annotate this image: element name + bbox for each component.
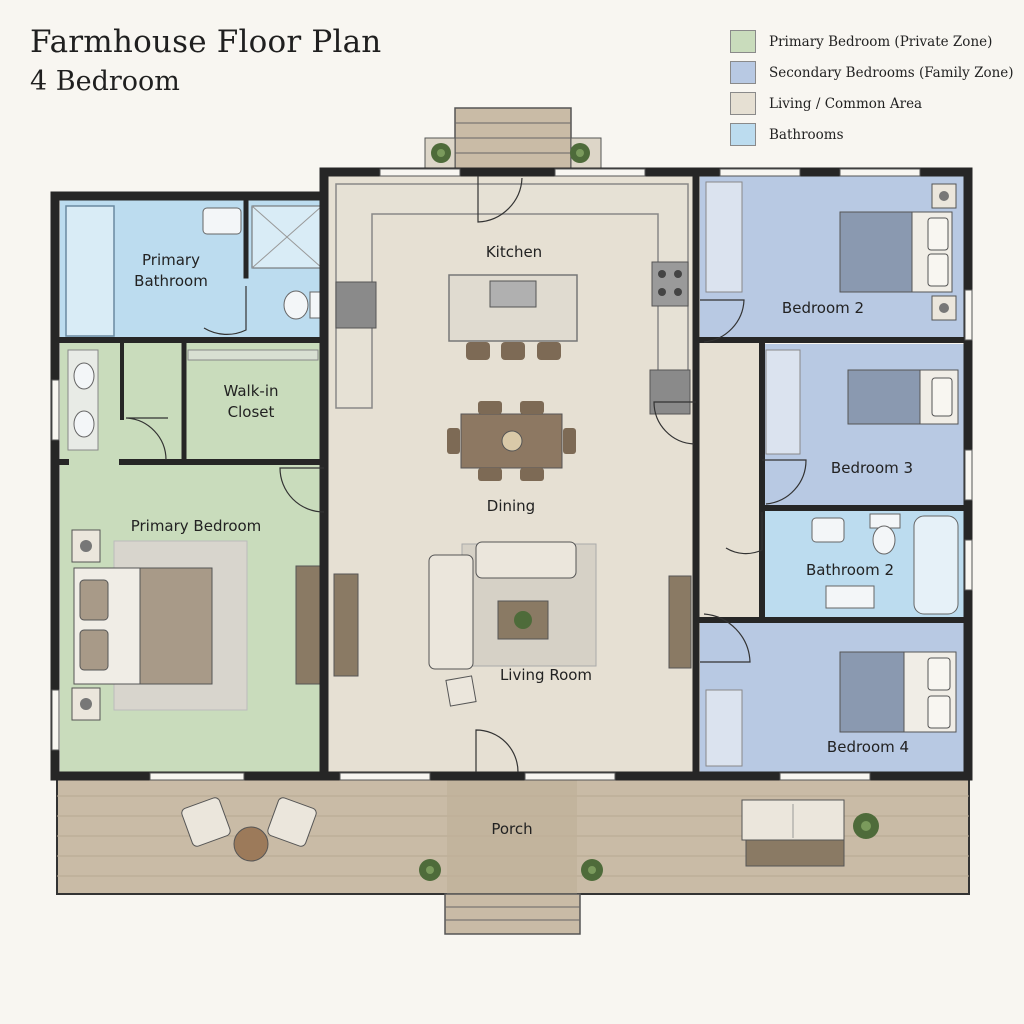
room-label-kitchen: Kitchen	[486, 243, 542, 261]
room-label-primary-bathroom: Primary	[142, 251, 200, 269]
legend-item-secondary: Secondary Bedrooms (Family Zone)	[730, 57, 1014, 88]
legend-label: Bathrooms	[769, 126, 844, 143]
legend-item-living: Living / Common Area	[730, 88, 1014, 119]
legend-item-primary: Primary Bedroom (Private Zone)	[730, 26, 1014, 57]
primary-bed	[71, 529, 323, 721]
legend-label: Secondary Bedrooms (Family Zone)	[769, 64, 1014, 81]
legend-swatch-secondary	[730, 61, 756, 84]
page-title: Farmhouse Floor Plan	[30, 24, 382, 60]
legend-label: Living / Common Area	[769, 95, 923, 112]
dining-table	[447, 401, 576, 481]
plant-icon	[570, 143, 590, 163]
room-label-bedroom-4: Bedroom 4	[827, 738, 909, 756]
back-steps	[424, 107, 602, 173]
room-label-bedroom-3: Bedroom 3	[831, 459, 913, 477]
room-label-primary-bathroom: Bathroom	[134, 272, 208, 290]
doors	[125, 176, 807, 773]
plant-icon	[853, 813, 879, 839]
legend-item-bathrooms: Bathrooms	[730, 119, 1014, 150]
room-label-bathroom-2: Bathroom 2	[806, 561, 894, 579]
legend-swatch-bathrooms	[730, 123, 756, 146]
legend-label: Primary Bedroom (Private Zone)	[769, 33, 993, 50]
room-label-primary-bedroom: Primary Bedroom	[131, 517, 262, 535]
legend: Primary Bedroom (Private Zone) Secondary…	[730, 26, 1014, 150]
room-label-living-room: Living Room	[500, 666, 592, 684]
bathroom-2-fixtures	[811, 513, 959, 615]
bedroom-4-furniture	[705, 651, 957, 767]
plant-icon	[431, 143, 451, 163]
kitchen-counters	[335, 183, 691, 415]
legend-swatch-primary	[730, 30, 756, 53]
hallway-floor	[696, 340, 762, 622]
room-label-bedroom-2: Bedroom 2	[782, 299, 864, 317]
porch-chair	[181, 797, 317, 862]
living-room-furniture	[333, 541, 692, 707]
room-label-porch: Porch	[491, 820, 532, 838]
plant-icon	[581, 859, 603, 881]
porch-bench	[741, 799, 845, 867]
plant-icon	[419, 859, 441, 881]
page-subtitle: 4 Bedroom	[30, 66, 180, 97]
room-label-walkin-closet: Walk-in	[223, 382, 278, 400]
walkin-closet-shelving	[67, 349, 319, 451]
walls	[50, 167, 973, 781]
bedroom-3-furniture	[765, 349, 959, 455]
kitchen-island	[448, 274, 578, 360]
room-label-dining: Dining	[487, 497, 535, 515]
primary-bathroom-fixtures	[65, 205, 323, 337]
windows	[51, 168, 973, 781]
bedroom-2-furniture	[705, 181, 957, 321]
room-label-walkin-closet: Closet	[228, 403, 275, 421]
legend-swatch-living	[730, 92, 756, 115]
